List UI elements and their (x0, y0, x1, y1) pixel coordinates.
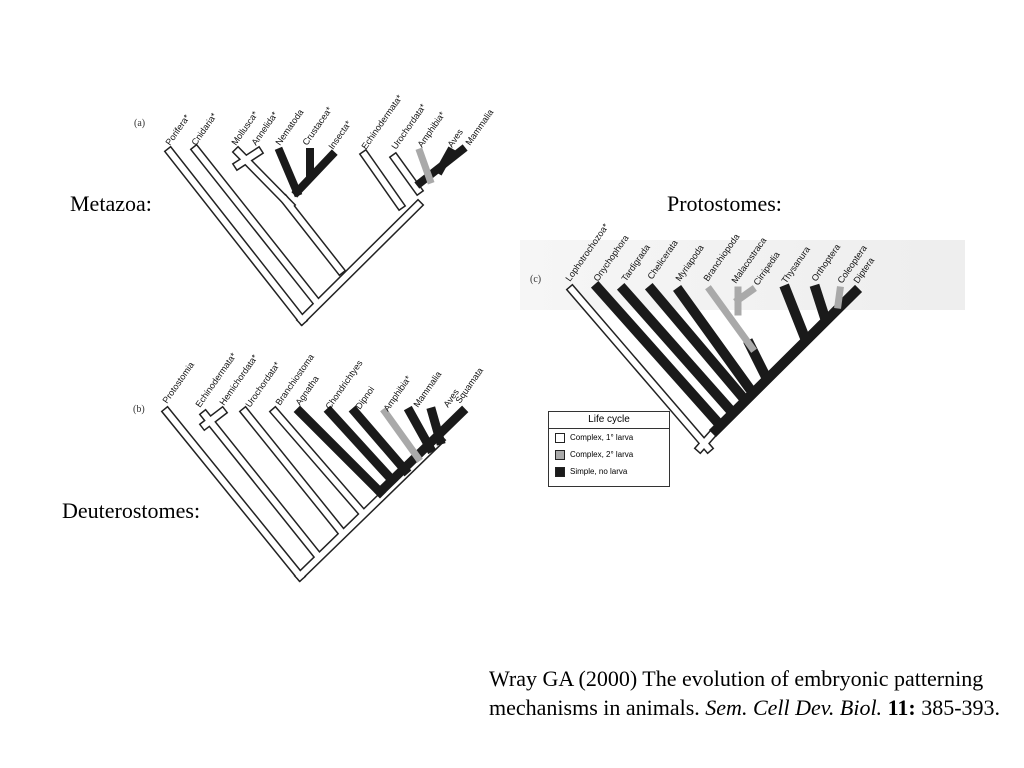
legend-title: Life cycle (549, 412, 669, 429)
heading-protostomes: Protostomes: (667, 191, 782, 216)
legend-swatch-black (555, 466, 565, 477)
panel-b-taxon-11: Squamata (453, 366, 485, 405)
citation-journal: Sem. Cell Dev. Biol. (705, 695, 883, 720)
panel-b-taxon-9: Mammalia (411, 369, 443, 409)
panel-b-taxon-7: Dipnoi (353, 385, 376, 412)
legend-item: Complex, 2° larva (549, 446, 669, 463)
legend-label: Complex, 1° larva (570, 433, 634, 442)
life-cycle-legend: Life cycle Complex, 1° larva Complex, 2°… (548, 411, 670, 487)
legend-swatch-white (555, 432, 565, 443)
panel-c-letter: (c) (530, 274, 541, 285)
panel-b-taxon-0: Protostomia (160, 360, 196, 405)
citation-author: Wray GA (2000) The evolution of embryoni… (489, 666, 984, 720)
panel-a-letter: (a) (134, 118, 145, 129)
panel-a-taxon-6: Insecta* (326, 118, 353, 151)
panel-a-taxon-0: Porifera* (163, 112, 192, 147)
panel-b-taxon-8: Amphibia* (381, 373, 413, 413)
legend-item: Simple, no larva (549, 463, 669, 480)
heading-deuterostomes: Deuterostomes: (62, 498, 201, 523)
heading-metazoa: Metazoa: (70, 191, 152, 216)
panel-a-taxon-1: Cnidaria* (189, 111, 219, 147)
citation-pages: 385-393. (921, 695, 1001, 720)
panel-b-letter: (b) (133, 404, 145, 415)
citation-volume: 11: (887, 695, 916, 720)
panel-a-taxon-11: Mammalia (463, 107, 495, 147)
legend-swatch-gray (555, 449, 565, 460)
legend-label: Simple, no larva (570, 467, 628, 476)
legend-label: Complex, 2° larva (570, 450, 634, 459)
citation: Wray GA (2000) The evolution of embryoni… (489, 664, 1019, 722)
legend-item: Complex, 1° larva (549, 429, 669, 446)
